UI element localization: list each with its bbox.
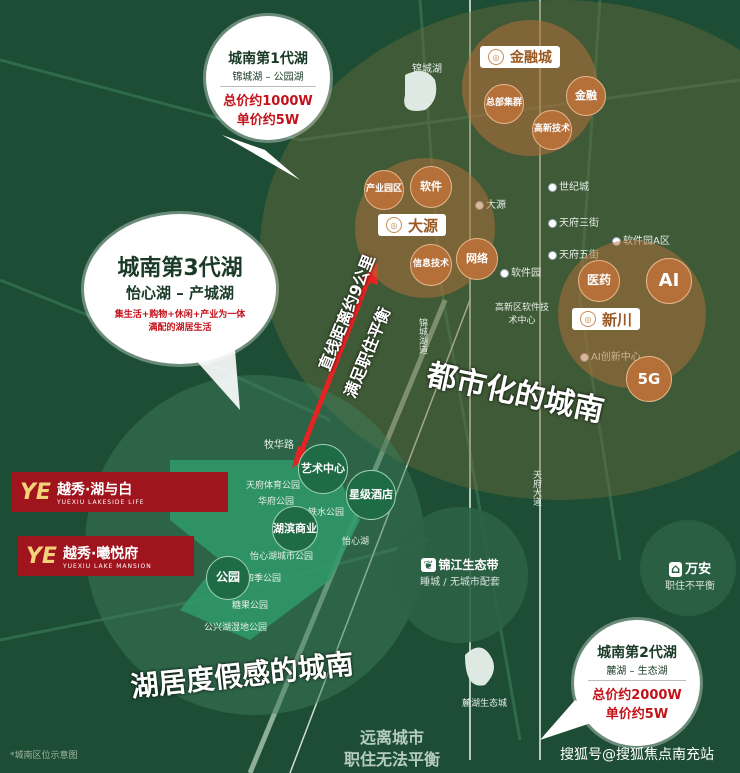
cluster-item: 网络 (456, 238, 498, 280)
jinjiang-tag: ❦锦江生态带 睡城 / 无城市配套 (400, 556, 520, 588)
far-label: 职住无法平衡 (344, 750, 441, 769)
footnote: *城南区位示意图 (10, 751, 78, 761)
leaf-icon-label: ❦锦江生态带 (421, 558, 499, 572)
place-label: 四季公园 (245, 574, 282, 584)
place-label: 铁水公园 (308, 508, 345, 518)
xinchuan-tag: ◎新川 (572, 308, 641, 330)
dayuan-tag: ◎大源 (378, 214, 447, 236)
place-label: 锦城湖道 (417, 318, 427, 354)
jinrong-tag: ◎金融城 (480, 46, 560, 68)
wanan-tag: ⌂万安 职住不平衡 (665, 562, 715, 592)
center-lake-bubble: 城南第3代湖 怡心湖 – 产城湖 集生活+购物+休闲+产业为一体 满配的湖居生活 (84, 214, 276, 364)
leaf-icon: ❦ (421, 558, 436, 572)
place-label: 牧华路 (264, 440, 294, 451)
feature-circle: 公园 (206, 556, 250, 600)
far-label: 远离城市 (360, 728, 425, 747)
building-icon: ◎ (580, 311, 596, 327)
place-label: 麓湖生态城 (462, 699, 508, 709)
place-label: 锦城湖 (412, 64, 442, 75)
cluster-item: 信息技术 (410, 244, 452, 286)
place-label: 怡心湖 (342, 537, 370, 547)
place-label: 世纪城 (548, 178, 589, 193)
cluster-item: 高新技术 (532, 110, 572, 150)
cluster-item: 金融 (566, 76, 606, 116)
place-label: 天府体育公园 (246, 481, 301, 491)
place-label: 华府公园 (258, 497, 295, 507)
place-label: 软件园 (500, 264, 541, 279)
watermark: 搜狐号@搜狐焦点南充站 (560, 747, 714, 763)
cluster-item: 5G (626, 356, 672, 402)
cluster-item: 总部集群 (484, 84, 524, 124)
place-label: 高新区软件技术中心 (494, 303, 549, 326)
brand-lakeside-life: YE 越秀·湖与白 YUEXIU LAKESIDE LIFE (12, 472, 228, 512)
building-icon: ◎ (488, 49, 504, 65)
yuexiu-logo: YE (20, 479, 51, 505)
cluster-item: 软件 (410, 166, 452, 208)
feature-circle: 艺术中心 (298, 444, 348, 494)
feature-circle: 湖滨商业 (272, 506, 318, 552)
place-label: 糖果公园 (232, 601, 269, 611)
brand-lake-mansion: YE 越秀·曦悦府 YUEXIU LAKE MANSION (18, 536, 194, 576)
yuexiu-logo: YE (26, 543, 57, 569)
place-label: 天府五街 (548, 246, 599, 261)
place-label: 怡心湖城市公园 (250, 552, 314, 562)
north-lake-bubble: 城南第1代湖 锦城湖 – 公园湖 总价约1000W 单价约5W (206, 16, 330, 140)
building-icon: ◎ (386, 217, 402, 233)
cluster-item: AI (646, 258, 692, 304)
south-lake-bubble: 城南第2代湖 麓湖 – 生态湖 总价约2000W 单价约5W (574, 620, 700, 746)
home-icon: ⌂ (668, 562, 683, 577)
place-label: 天府大道 (531, 470, 541, 506)
place-label: 公兴湖湿地公园 (204, 623, 268, 633)
cluster-item: 医药 (578, 260, 620, 302)
place-label: 天府三街 (548, 214, 599, 229)
feature-circle: 星级酒店 (346, 470, 396, 520)
cluster-item: 产业园区 (364, 170, 404, 210)
